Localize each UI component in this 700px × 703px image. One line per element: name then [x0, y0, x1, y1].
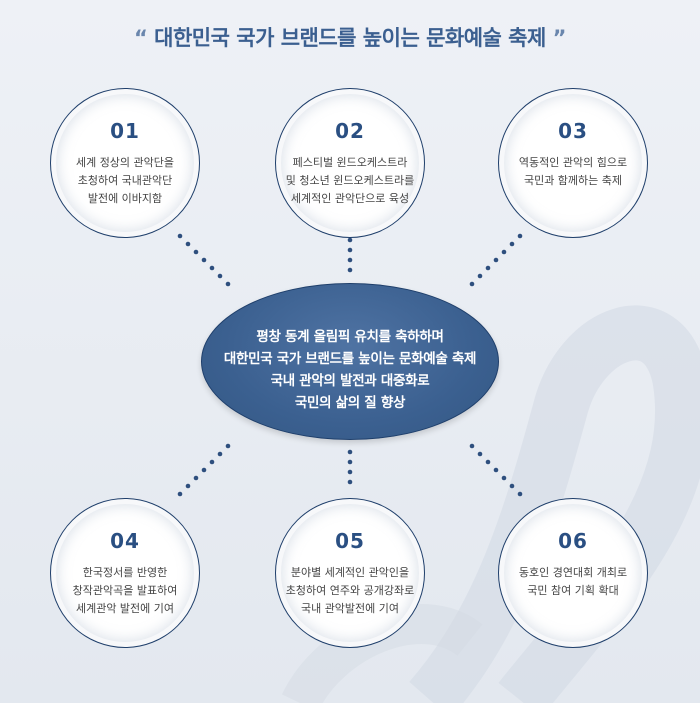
goal-circle-03: 03 역동적인 관악의 힘으로 국민과 함께하는 축제 [498, 88, 648, 238]
goal-number: 02 [335, 119, 365, 143]
close-quote: ” [552, 26, 567, 50]
goal-circle-02: 02 페스티벌 윈드오케스트라 및 청소년 윈드오케스트라를 세계적인 관악단으… [275, 88, 425, 238]
goal-number: 04 [110, 529, 140, 553]
goal-text: 페스티벌 윈드오케스트라 및 청소년 윈드오케스트라를 세계적인 관악단으로 육… [285, 156, 415, 205]
goal-text: 세계 정상의 관악단을 초청하여 국내관악단 발전에 이바지함 [75, 156, 175, 205]
page-title: “ 대한민국 국가 브랜드를 높이는 문화예술 축제 ” [0, 22, 700, 52]
central-vision-ellipse: 평창 동계 올림픽 유치를 축하하며 대한민국 국가 브랜드를 높이는 문화예술… [201, 283, 499, 440]
goal-number: 06 [558, 529, 588, 553]
goal-number: 05 [335, 529, 365, 553]
goal-circle-05: 05 분야별 세계적인 관악인을 초청하여 연주와 공개강좌로 국내 관악발전에… [275, 498, 425, 648]
goal-text: 분야별 세계적인 관악인을 초청하여 연주와 공개강좌로 국내 관악발전에 기여 [285, 566, 415, 615]
central-vision-text: 평창 동계 올림픽 유치를 축하하며 대한민국 국가 브랜드를 높이는 문화예술… [223, 329, 477, 411]
goal-number: 01 [110, 119, 140, 143]
title-text: 대한민국 국가 브랜드를 높이는 문화예술 축제 [154, 26, 546, 50]
goal-circle-01: 01 세계 정상의 관악단을 초청하여 국내관악단 발전에 이바지함 [50, 88, 200, 238]
goal-text: 동호인 경연대회 개최로 국민 참여 기획 확대 [518, 566, 628, 597]
goal-number: 03 [558, 119, 588, 143]
open-quote: “ [134, 26, 148, 50]
goal-text: 한국정서를 반영한 창작관악곡을 발표하여 세계관악 발전에 기여 [72, 566, 178, 615]
goal-text: 역동적인 관악의 힘으로 국민과 함께하는 축제 [518, 156, 628, 187]
goal-circle-04: 04 한국정서를 반영한 창작관악곡을 발표하여 세계관악 발전에 기여 [50, 498, 200, 648]
goal-circle-06: 06 동호인 경연대회 개최로 국민 참여 기획 확대 [498, 498, 648, 648]
